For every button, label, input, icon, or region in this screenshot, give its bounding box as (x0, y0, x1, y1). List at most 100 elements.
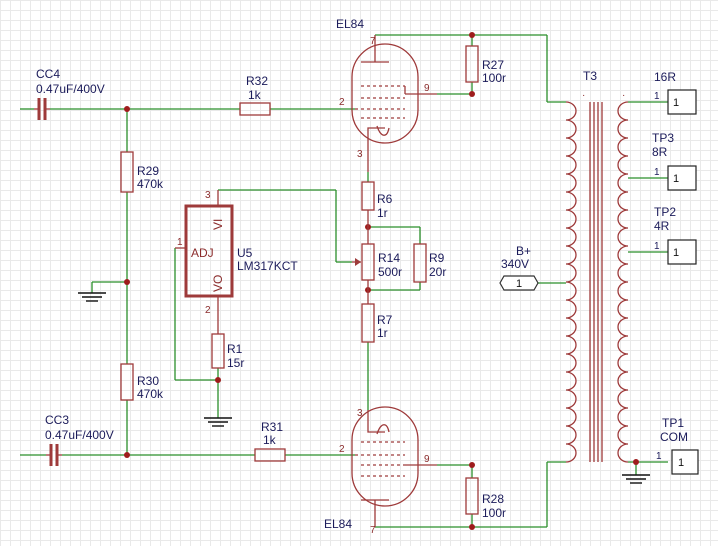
tap-16r-pin: 1 (654, 91, 660, 102)
ground-symbol (78, 292, 106, 302)
primary-winding (565, 101, 577, 463)
tap-16r-label: 16R (654, 70, 676, 84)
potentiometer-r14[interactable]: R14 500r (352, 227, 402, 290)
r28-value: 100r (482, 506, 506, 520)
output-transformer-t3[interactable]: T3 · · (565, 69, 629, 463)
r6-ref: R6 (377, 192, 393, 206)
r27-ref: R27 (482, 58, 504, 72)
v1-grid-pin: 2 (339, 97, 345, 108)
tp3-ref: TP3 (652, 131, 674, 145)
junctions (124, 32, 639, 530)
connector-tp3[interactable]: TP3 8R 1 1 (652, 131, 697, 191)
v2-screen-pin: 9 (424, 454, 430, 465)
capacitor-cc3[interactable]: CC3 0.47uF/400V (45, 413, 114, 466)
v2-cathode-pin: 3 (357, 408, 363, 419)
tp1-number: 1 (678, 457, 684, 469)
capacitor-cc4[interactable]: CC4 0.47uF/400V (34, 67, 105, 120)
connector-16r[interactable]: 16R 1 1 (654, 70, 697, 115)
r32-value: 1k (248, 88, 262, 102)
r9-value: 20r (429, 265, 446, 279)
junction-dot (469, 524, 475, 530)
r27-value: 100r (482, 71, 506, 85)
tp2-pin: 1 (654, 241, 660, 252)
v2-ref: EL84 (324, 517, 352, 531)
r6-value: 1r (377, 206, 388, 220)
r1-ref: R1 (227, 342, 243, 356)
cc3-ref: CC3 (45, 413, 69, 427)
junction-dot (124, 452, 130, 458)
tap-16r-number: 1 (673, 97, 679, 109)
resistor-r6[interactable]: R6 1r (361, 181, 393, 227)
v2-grid-pin: 2 (339, 444, 345, 455)
tp2-ref: TP2 (654, 205, 676, 219)
resistor-r30[interactable]: R30 470k (120, 363, 164, 401)
wires (20, 34, 668, 528)
junction-dot (124, 279, 130, 285)
r1-value: 15r (227, 356, 244, 370)
tube-el84-top[interactable]: 7 9 2 3 EL84 (336, 17, 437, 172)
tp3-number: 1 (673, 173, 679, 185)
r31-value: 1k (263, 433, 277, 447)
tp1-pin: 1 (656, 451, 662, 462)
cc3-value: 0.47uF/400V (45, 428, 114, 442)
tp2-number: 1 (673, 247, 679, 259)
junction-dot (469, 91, 475, 97)
resistor-r7[interactable]: R7 1r (361, 290, 393, 343)
r29-value: 470k (137, 177, 164, 191)
junction-dot (469, 32, 475, 38)
u5-pin2: 2 (205, 305, 211, 316)
r28-ref: R28 (482, 492, 504, 506)
tp1-value: COM (660, 430, 688, 444)
v1-cathode-pin: 3 (357, 149, 363, 160)
u5-adj-label: ADJ (191, 246, 214, 260)
connector-tp1[interactable]: TP1 COM 1 1 (656, 416, 699, 475)
u5-ref: U5 (237, 246, 253, 260)
resistor-r1[interactable]: R1 15r (211, 306, 244, 370)
resistor-r28[interactable]: R28 100r (465, 477, 506, 520)
ground-symbol (204, 417, 232, 427)
tube-el84-bottom[interactable]: 3 2 9 7 EL84 (324, 406, 437, 536)
resistor-r29[interactable]: R29 470k (120, 151, 164, 193)
bplus-port[interactable]: 1 B+ 340V (499, 244, 539, 291)
tp3-pin: 1 (654, 167, 660, 178)
t3-ref: T3 (583, 69, 597, 83)
r29-ref: R29 (137, 164, 159, 178)
u5-pin1: 1 (177, 237, 183, 248)
tp3-value: 8R (652, 145, 668, 159)
r14-value: 500r (378, 265, 402, 279)
resistor-r27[interactable]: R27 100r (465, 45, 506, 85)
junction-dot (633, 459, 639, 465)
bplus-port-pin: 1 (516, 278, 522, 290)
secondary-winding (617, 101, 629, 463)
junction-dot (124, 106, 130, 112)
bplus-voltage: 340V (501, 257, 529, 271)
svg-text:·: · (622, 90, 625, 101)
v1-anode-pin: 7 (370, 36, 376, 47)
u5-pin3: 3 (205, 190, 211, 201)
r30-value: 470k (137, 387, 164, 401)
tp2-value: 4R (654, 219, 670, 233)
bplus-name: B+ (516, 244, 531, 258)
v1-ref: EL84 (336, 17, 364, 31)
r30-ref: R30 (137, 374, 159, 388)
v2-anode-pin: 7 (370, 525, 376, 536)
ground-symbol (622, 474, 650, 484)
svg-text:·: · (582, 90, 585, 101)
cc4-ref: CC4 (36, 67, 60, 81)
r32-ref: R32 (246, 74, 268, 88)
junction-dot (469, 462, 475, 468)
regulator-u5[interactable]: 3 2 1 ADJ VI VO U5 LM317KCT (175, 190, 298, 316)
u5-vo-label: VO (211, 275, 225, 292)
r14-ref: R14 (378, 251, 400, 265)
resistor-r32[interactable]: R32 1k (239, 74, 271, 116)
tp1-ref: TP1 (662, 416, 684, 430)
resistor-r9[interactable]: R9 20r (413, 243, 446, 283)
r7-ref: R7 (377, 313, 393, 327)
cc4-value: 0.47uF/400V (36, 82, 105, 96)
u5-value: LM317KCT (237, 259, 298, 273)
junction-dot (215, 377, 221, 383)
resistor-r31[interactable]: R31 1k (254, 420, 286, 462)
r31-ref: R31 (261, 420, 283, 434)
connector-tp2[interactable]: TP2 4R 1 1 (654, 205, 697, 265)
